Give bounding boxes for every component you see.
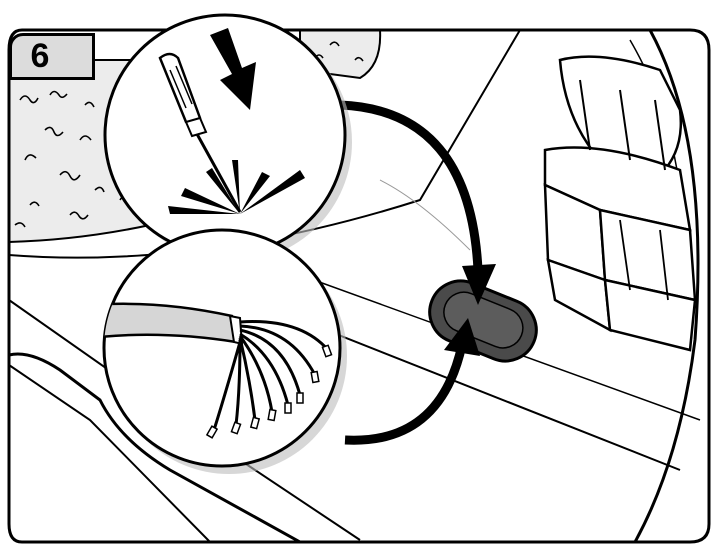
step-number: 6 xyxy=(20,36,60,76)
seat-frame xyxy=(545,57,695,350)
